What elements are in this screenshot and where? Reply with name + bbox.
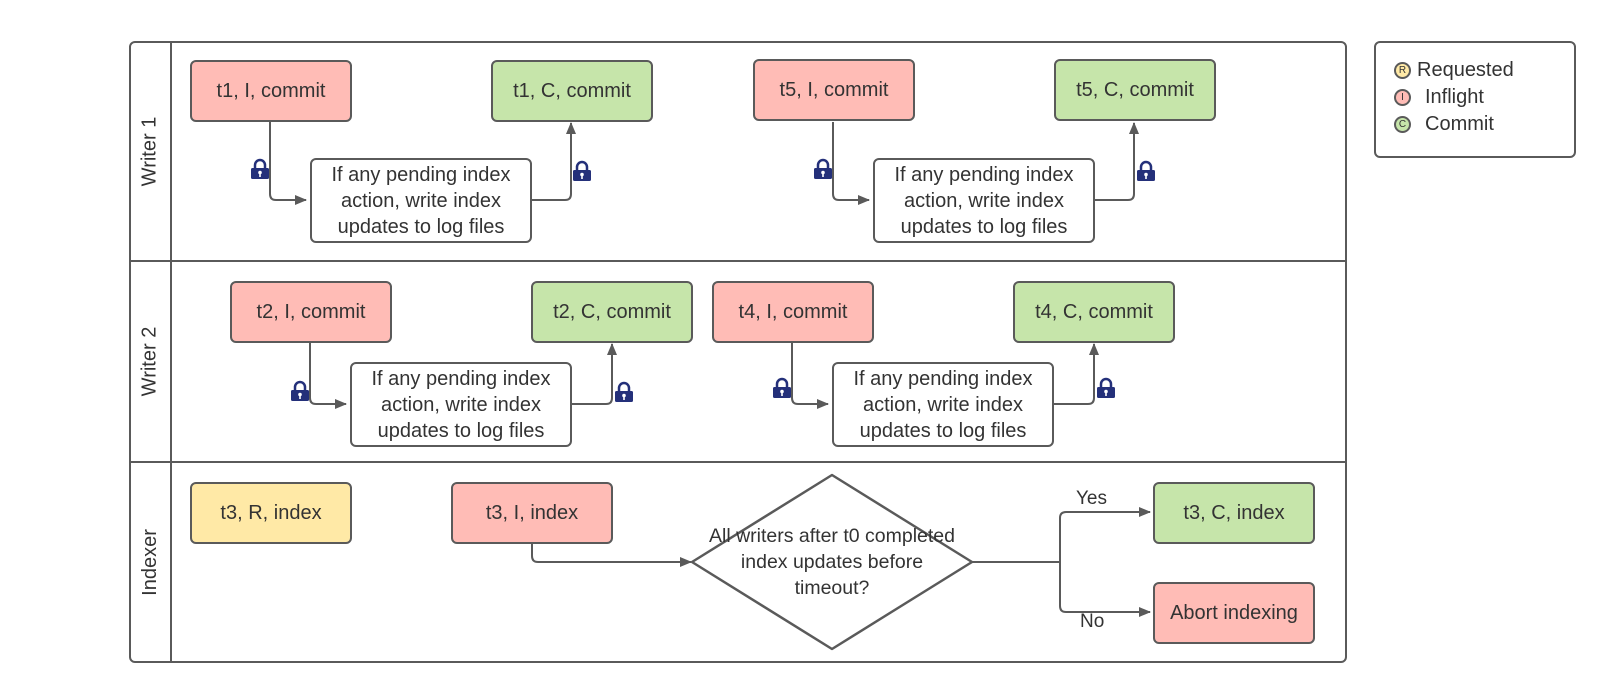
node-t1-inflight-commit[interactable]: t1, I, commit xyxy=(190,60,352,122)
connector-t1-to-note xyxy=(269,122,307,205)
connector-note-to-t5-commit xyxy=(1094,122,1139,201)
lane-divider-2 xyxy=(129,461,1347,463)
lock-icon xyxy=(814,158,832,179)
decision-label[interactable]: All writers after t0 completed index upd… xyxy=(708,525,955,599)
legend-label-requested: Requested xyxy=(1417,59,1514,81)
connector-note-to-t4-commit xyxy=(1053,343,1099,405)
lock-icon xyxy=(615,381,633,402)
legend-item-inflight: I Inflight xyxy=(1394,86,1484,109)
node-t5-inflight-commit[interactable]: t5, I, commit xyxy=(753,59,915,121)
note-write-index-updates[interactable]: If any pending index action, write index… xyxy=(310,158,532,243)
decision-diamond xyxy=(690,473,974,651)
legend-item-requested: R Requested xyxy=(1394,59,1514,82)
swimlane-frame xyxy=(129,41,1347,663)
note-write-index-updates[interactable]: If any pending index action, write index… xyxy=(350,362,572,447)
node-t2-commit-commit[interactable]: t2, C, commit xyxy=(531,281,693,343)
connector-no-branch xyxy=(1059,562,1151,617)
node-t3-requested-index[interactable]: t3, R, index xyxy=(190,482,352,544)
note-write-index-updates[interactable]: If any pending index action, write index… xyxy=(873,158,1095,243)
node-t1-commit-commit[interactable]: t1, C, commit xyxy=(491,60,653,122)
node-t3-commit-index[interactable]: t3, C, index xyxy=(1153,482,1315,544)
branch-label-no: No xyxy=(1080,611,1105,632)
lock-icon xyxy=(573,160,591,181)
note-write-index-updates[interactable]: If any pending index action, write index… xyxy=(832,362,1054,447)
connector-note-to-t2-commit xyxy=(571,343,617,405)
lock-icon xyxy=(1097,377,1115,398)
connector-t2-to-note xyxy=(309,342,347,409)
commit-state-icon: C xyxy=(1394,116,1411,133)
inflight-state-icon: I xyxy=(1394,89,1411,106)
connector-t5-to-note xyxy=(832,122,870,205)
legend-item-commit: C Commit xyxy=(1394,113,1494,136)
node-t4-commit-commit[interactable]: t4, C, commit xyxy=(1013,281,1175,343)
requested-state-icon: R xyxy=(1394,62,1411,79)
node-t5-commit-commit[interactable]: t5, C, commit xyxy=(1054,59,1216,121)
legend-label-inflight: Inflight xyxy=(1425,86,1484,108)
connector-t4-to-note xyxy=(791,342,829,409)
branch-label-yes: Yes xyxy=(1076,488,1107,509)
legend-label-commit: Commit xyxy=(1425,113,1494,135)
connector-t3-to-decision xyxy=(531,542,692,567)
lock-icon xyxy=(1137,160,1155,181)
lock-icon xyxy=(773,377,791,398)
node-abort-indexing[interactable]: Abort indexing xyxy=(1153,582,1315,644)
node-t2-inflight-commit[interactable]: t2, I, commit xyxy=(230,281,392,343)
lane-divider-1 xyxy=(129,260,1347,262)
node-t4-inflight-commit[interactable]: t4, I, commit xyxy=(712,281,874,343)
connector-note-to-t1-commit xyxy=(531,122,576,201)
lock-icon xyxy=(291,380,309,401)
lock-icon xyxy=(251,158,269,179)
node-t3-inflight-index[interactable]: t3, I, index xyxy=(451,482,613,544)
lane-header-divider xyxy=(170,41,172,663)
connector-yes-branch xyxy=(1059,507,1151,562)
legend: R Requested I Inflight C Commit xyxy=(1374,41,1576,158)
